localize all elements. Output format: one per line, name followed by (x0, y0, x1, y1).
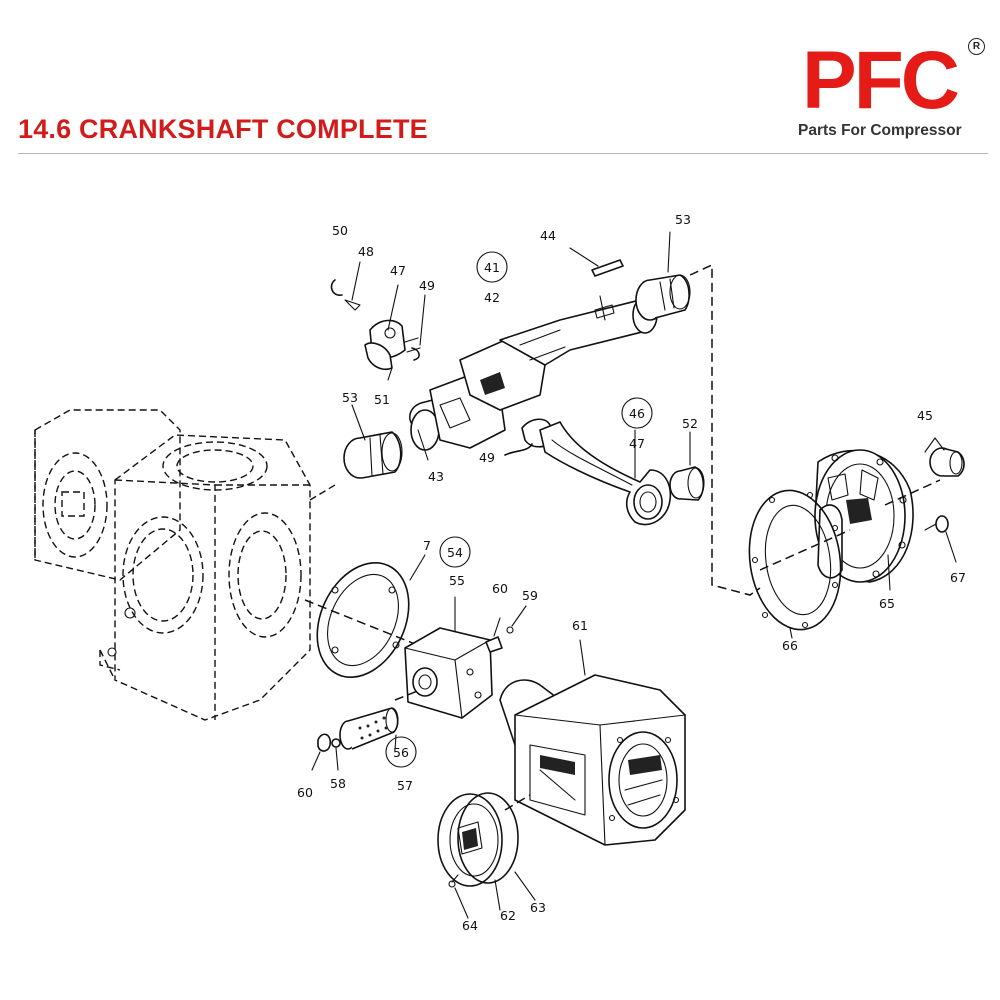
callout-56: 56 (393, 745, 409, 760)
callout-45: 45 (917, 408, 933, 423)
pump-fittings (485, 605, 527, 653)
callout-44: 44 (540, 228, 556, 243)
callout-42: 42 (484, 290, 500, 305)
registered-mark: R (968, 38, 985, 55)
callout-52: 52 (682, 416, 698, 431)
callout-43: 43 (428, 469, 444, 484)
pump-gasket (304, 554, 431, 679)
callout-46: 46 (629, 406, 645, 421)
callout-64: 64 (462, 918, 478, 933)
callout-circle-46 (621, 397, 653, 429)
callout-47: 47 (390, 263, 406, 278)
main-bearing-left (343, 431, 403, 479)
small-end-bushing (669, 466, 705, 501)
callout-53-top: 53 (675, 212, 691, 227)
conrod-cap-assembly (330, 261, 426, 381)
callout-circle-56 (385, 736, 417, 768)
callout-48: 48 (358, 244, 374, 259)
page-title: 14.6 CRANKSHAFT COMPLETE (18, 114, 428, 144)
logo-tagline: Parts For Compressor (798, 122, 962, 139)
cover-screw (924, 515, 957, 563)
callout-7: 7 (423, 538, 431, 553)
callout-60-top: 60 (492, 581, 508, 596)
bearing-cover (814, 449, 941, 591)
callout-62: 62 (500, 908, 516, 923)
callout-49-rod: 49 (479, 450, 495, 465)
crankshaft-key (591, 259, 624, 277)
callout-circle-54 (439, 536, 471, 568)
main-bearing-top (635, 274, 691, 321)
oil-seal (924, 437, 965, 477)
assembly-leader-line (689, 263, 761, 596)
header-divider (18, 153, 988, 154)
crankcase-housing (34, 409, 336, 721)
callout-51: 51 (374, 392, 390, 407)
callout-59: 59 (522, 588, 538, 603)
callout-53-left: 53 (342, 390, 358, 405)
crankshaft-exploded-diagram: 50 48 47 49 51 44 53 41 42 53 43 46 52 4… (34, 212, 966, 933)
callout-55: 55 (449, 573, 465, 588)
callout-circle-41 (476, 251, 508, 283)
callout-65: 65 (879, 596, 895, 611)
pfc-logo: PFC R Parts For Compressor (796, 38, 992, 148)
oil-pump-body (404, 596, 493, 719)
connecting-rod (504, 418, 672, 526)
callout-58: 58 (330, 776, 346, 791)
callout-47-rod: 47 (629, 436, 645, 451)
callout-67: 67 (950, 570, 966, 585)
callout-63: 63 (530, 900, 546, 915)
logo-mark: PFC (802, 35, 960, 126)
callout-50: 50 (332, 223, 348, 238)
callout-49: 49 (419, 278, 435, 293)
cover-gasket (748, 489, 851, 639)
callout-66: 66 (782, 638, 798, 653)
gear-case (499, 639, 686, 846)
callout-54: 54 (447, 545, 463, 560)
callout-61: 61 (572, 618, 588, 633)
plug-and-washer (311, 733, 397, 771)
end-flange (437, 792, 536, 919)
callout-41: 41 (484, 260, 500, 275)
callout-57: 57 (397, 778, 413, 793)
callout-60-bottom: 60 (297, 785, 313, 800)
oil-strainer (339, 689, 421, 750)
crankshaft (409, 295, 658, 451)
